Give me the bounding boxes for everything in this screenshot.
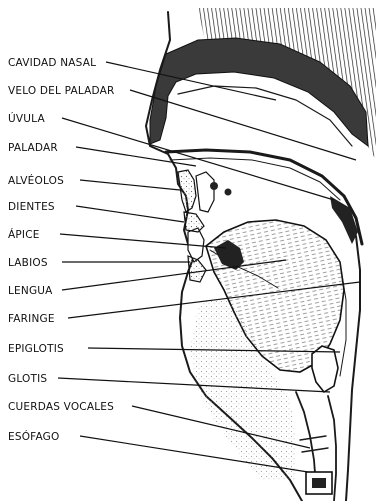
label-lengua: LENGUA bbox=[8, 285, 53, 297]
label-cavidad-nasal: CAVIDAD NASAL bbox=[8, 57, 96, 69]
pharynx-shape bbox=[340, 236, 360, 501]
label-epiglotis: EPIGLOTIS bbox=[8, 343, 64, 355]
labels: CAVIDAD NASAL VELO DEL PALADAR ÚVULA PAL… bbox=[8, 57, 115, 443]
label-glotis: GLOTIS bbox=[8, 373, 47, 385]
label-esofago: ESÓFAGO bbox=[8, 430, 59, 443]
label-apice: ÁPICE bbox=[8, 228, 40, 241]
label-uvula: ÚVULA bbox=[8, 112, 45, 125]
label-faringe: FARINGE bbox=[8, 313, 55, 325]
label-dientes: DIENTES bbox=[8, 201, 55, 213]
label-labios: LABIOS bbox=[8, 257, 48, 269]
label-alveolos: ALVÉOLOS bbox=[8, 174, 64, 187]
epiglottis-shape bbox=[312, 346, 338, 392]
label-cuerdas-vocales: CUERDAS VOCALES bbox=[8, 401, 114, 413]
label-paladar: PALADAR bbox=[8, 142, 58, 154]
label-velo-del-paladar: VELO DEL PALADAR bbox=[8, 85, 115, 97]
head-hatching bbox=[198, 8, 376, 160]
